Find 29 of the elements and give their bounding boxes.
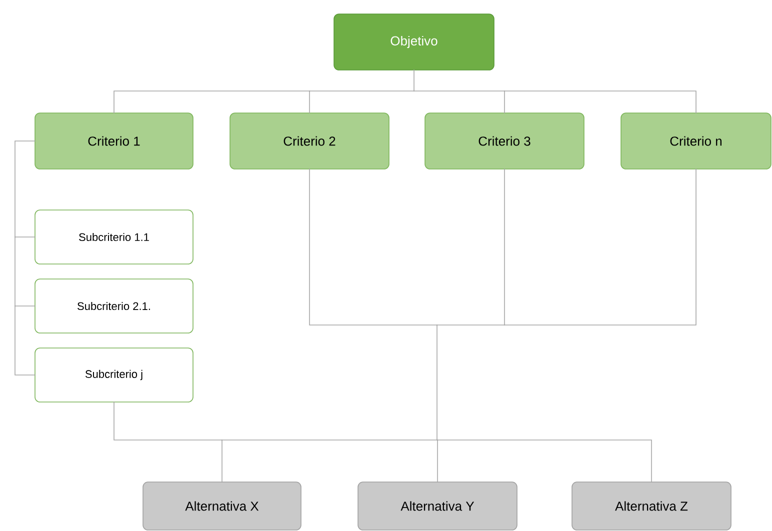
connector-line xyxy=(504,90,505,114)
connector-line xyxy=(14,236,16,306)
connector-line xyxy=(14,236,36,238)
criterion-box: Criterio 2 xyxy=(230,112,390,170)
connector-line xyxy=(309,90,414,92)
subcriterion-box: Subcriterio 2.1. xyxy=(34,278,194,334)
connector-line xyxy=(114,90,310,114)
goal-box: Objetivo xyxy=(334,14,494,70)
connector-line xyxy=(437,440,652,482)
connector-line xyxy=(414,90,505,92)
connector-line xyxy=(309,168,438,326)
connector-line xyxy=(504,168,696,326)
connector-line xyxy=(436,324,438,440)
connector-line xyxy=(309,90,310,114)
connector-line xyxy=(437,440,438,482)
connector-line xyxy=(504,90,696,114)
connector-line xyxy=(114,402,222,440)
connector-line xyxy=(14,140,36,238)
connector-line xyxy=(14,306,36,376)
connector-line xyxy=(436,324,505,326)
criterion-box: Criterio 1 xyxy=(34,112,194,170)
alternative-box: Alternativa Y xyxy=(358,482,518,530)
alternative-box: Alternativa Z xyxy=(572,482,732,530)
alternative-box: Alternativa X xyxy=(142,482,302,530)
subcriterion-box: Subcriterio j xyxy=(34,348,194,402)
criterion-box: Criterio n xyxy=(620,112,772,170)
subcriterion-box: Subcriterio 1.1 xyxy=(34,210,194,264)
criterion-box: Criterio 3 xyxy=(424,112,584,170)
connector-line xyxy=(504,168,505,326)
